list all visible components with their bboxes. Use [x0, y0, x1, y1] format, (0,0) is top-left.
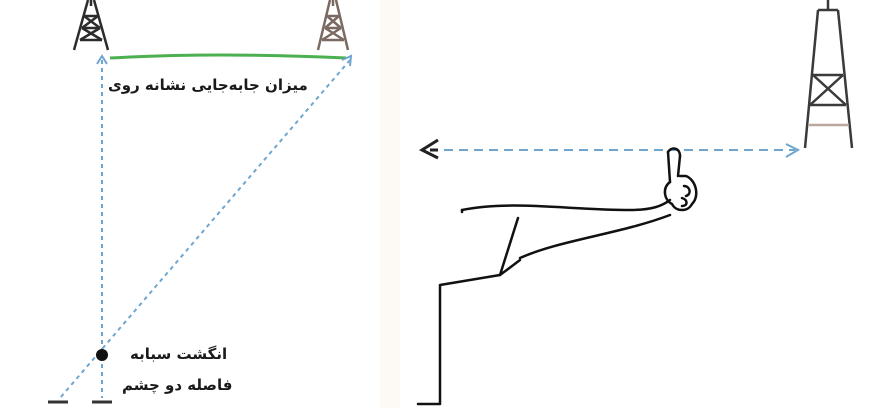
mark-shift-label: میزان جابه‌جایی نشانه روی [108, 76, 308, 94]
arm-sketch [418, 149, 696, 404]
finger-dot [96, 349, 108, 361]
eye-distance-label: فاصله دو چشم [122, 376, 232, 394]
left-panel: میزان جابه‌جایی نشانه روی انگشت سبابه فا… [0, 0, 380, 408]
tower-right-icon [318, 0, 348, 50]
distant-tower-icon [805, 0, 852, 148]
right-diagram [400, 0, 875, 408]
right-panel [400, 0, 875, 408]
tower-left-icon [74, 0, 108, 50]
mark-shift-line [110, 55, 346, 58]
eye-icon [422, 140, 438, 158]
index-finger-label: انگشت سبابه [130, 345, 227, 363]
